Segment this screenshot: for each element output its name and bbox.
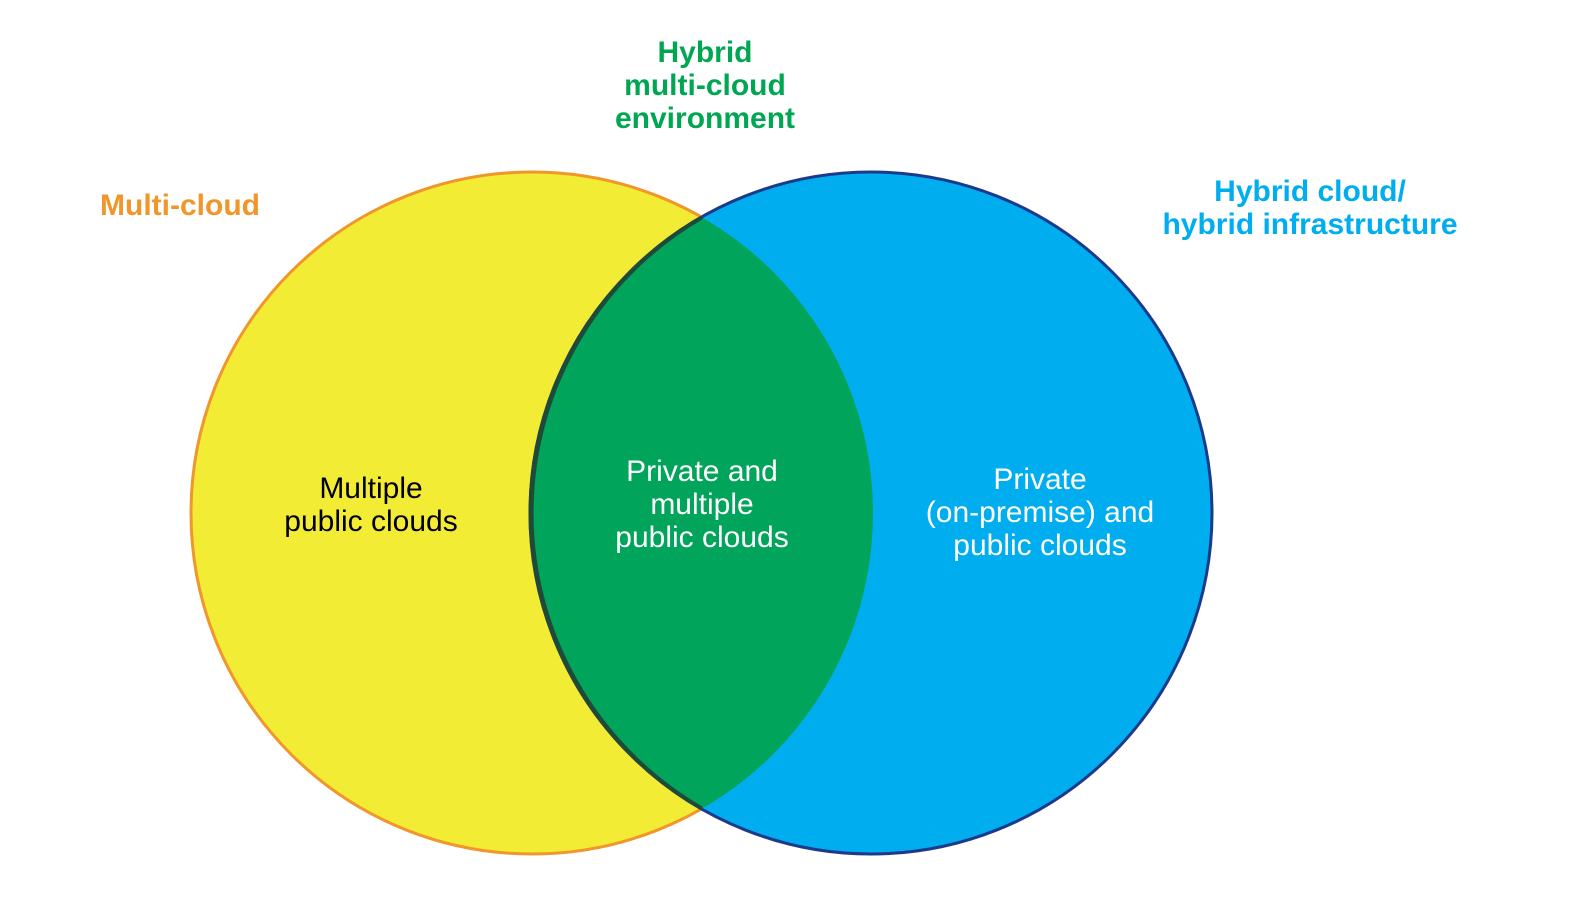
overlap-region-text: Private and multiple public clouds [562,455,842,554]
region-center-line-3: public clouds [615,521,789,554]
hybrid-multi-cloud-label-line-2: multi-cloud [624,69,786,102]
multi-cloud-region-text: Multiple public clouds [231,472,511,538]
hybrid-cloud-label: Hybrid cloud/ hybrid infrastructure [1120,175,1500,241]
region-center-line-2: multiple [650,488,754,521]
region-left-line-1: Multiple [319,472,423,505]
hybrid-multi-cloud-label-line-1: Hybrid [657,36,753,69]
multi-cloud-label-line: Multi-cloud [100,189,260,222]
overlap-left-edge [530,216,703,810]
hybrid-cloud-label-line-2: hybrid infrastructure [1162,208,1458,241]
hybrid-multi-cloud-label-line-3: environment [614,102,796,135]
hybrid-cloud-label-line-1: Hybrid cloud/ [1214,175,1406,208]
multi-cloud-label: Multi-cloud [80,189,280,222]
region-right-line-3: public clouds [953,529,1127,562]
hybrid-multi-cloud-label: Hybrid multi-cloud environment [555,36,855,135]
region-right-line-1: Private [993,463,1087,496]
hybrid-cloud-region-text: Private (on-premise) and public clouds [880,463,1200,562]
region-right-line-2: (on-premise) and [925,496,1155,529]
overlap-region [528,172,873,854]
region-left-line-2: public clouds [284,505,458,538]
region-center-line-1: Private and [626,455,778,488]
